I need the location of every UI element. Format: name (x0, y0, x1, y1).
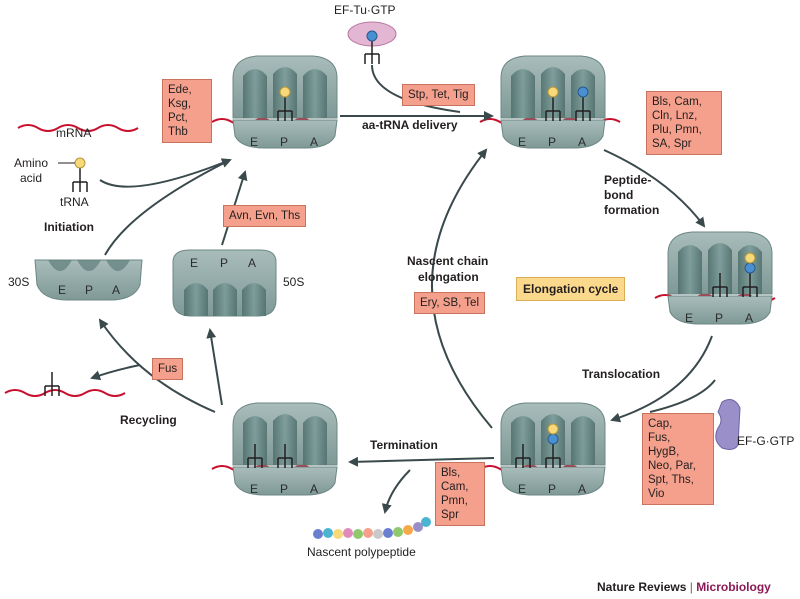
site-p-bottom-right: P (548, 482, 557, 496)
journal-separator: | (689, 580, 693, 594)
arrow-peptide-bond (603, 149, 706, 228)
ef-g-gtp-label: EF-G·GTP (737, 434, 795, 448)
arrow-translocation (610, 335, 713, 423)
large-subunit-50s (172, 249, 277, 317)
trna-label: tRNA (60, 195, 89, 209)
site-a-bottom-right: A (578, 482, 587, 496)
nascent-polypeptide-chain (313, 517, 431, 539)
site-p-top-right: P (548, 135, 557, 149)
journal-name: Nature Reviews (597, 580, 687, 594)
site-a-right: A (745, 311, 754, 325)
site-e-top-right: E (518, 135, 527, 149)
site-e-bottom-left: E (250, 482, 259, 496)
site-p-30s: P (85, 283, 94, 297)
site-e-50s: E (190, 256, 199, 270)
site-e-bottom-right: E (518, 482, 527, 496)
antibiotic-box-subunit-join: Avn, Evn, Ths (223, 205, 307, 227)
nascent-chain-label-2: elongation (418, 270, 479, 284)
trna-initiator (72, 167, 88, 193)
antibiotic-box-translocation: Cap, Fus, HygB, Neo, Par, Spt, Ths, Vio (642, 413, 714, 505)
antibiotic-box-elongation: Ery, SB, Tel (414, 292, 486, 314)
arrow-recycling-50s (206, 328, 223, 406)
initiation-label: Initiation (44, 220, 94, 234)
journal-credit: Nature Reviews | Microbiology (597, 580, 771, 594)
peptide-bond-label-3: formation (604, 203, 660, 217)
small-subunit-30s (34, 259, 143, 301)
amino-acid-initiator (74, 157, 86, 169)
peptide-bond-label-1: Peptide- (604, 173, 652, 187)
site-e-right: E (685, 311, 694, 325)
antibiotic-box-termination: Bls, Cam, Pmn, Spr (435, 462, 485, 526)
elongation-cycle-box: Elongation cycle (516, 277, 626, 301)
termination-label: Termination (370, 438, 438, 452)
acid-label: acid (20, 171, 43, 185)
ef-tu-gtp-label: EF-Tu·GTP (334, 3, 396, 17)
site-p-top-left: P (280, 135, 289, 149)
arrow-ef-tu-down (371, 64, 461, 113)
large-subunit-label: 50S (283, 275, 305, 289)
site-p-right: P (715, 311, 724, 325)
site-a-top-left: A (310, 135, 319, 149)
recycling-label: Recycling (120, 413, 177, 427)
antibiotic-box-peptide-bond: Bls, Cam, Cln, Lnz, Plu, Pmn, SA, Spr (646, 91, 722, 155)
arrow-ef-g (649, 379, 716, 413)
small-subunit-label: 30S (8, 275, 30, 289)
arrow-termination (348, 456, 495, 467)
antibiotic-box-delivery: Stp, Tet, Tig (402, 84, 475, 106)
aa-trna-delivery-label: aa-tRNA delivery (362, 118, 458, 132)
site-a-top-right: A (578, 135, 587, 149)
mrna-strand-initiation (17, 124, 139, 132)
arrow-recycling-release (90, 364, 141, 381)
site-e-30s: E (58, 283, 67, 297)
mrna-label: mRNA (56, 126, 92, 140)
site-e-top-left: E (250, 135, 259, 149)
ef-g-gtp (715, 399, 741, 450)
translocation-label: Translocation (582, 367, 661, 381)
antibiotic-box-recycling: Fus (152, 358, 184, 380)
mrna-strand-released (4, 389, 126, 397)
nascent-chain-label-1: Nascent chain (407, 254, 489, 268)
arrow-polypeptide-release (381, 469, 411, 514)
arrow-initiation-join (99, 158, 232, 188)
antibiotic-box-initiation: Ede, Ksg, Pct, Thb (162, 79, 212, 143)
peptide-bond-label-2: bond (604, 188, 634, 202)
site-p-50s: P (220, 256, 229, 270)
journal-section: Microbiology (696, 580, 771, 594)
site-a-30s: A (112, 283, 121, 297)
site-p-bottom-left: P (280, 482, 289, 496)
amino-label: Amino (14, 156, 49, 170)
site-a-50s: A (248, 256, 257, 270)
arrow-nascent-elongation (431, 148, 493, 429)
arrow-30s-up (104, 159, 231, 256)
nascent-polypeptide-label: Nascent polypeptide (307, 545, 416, 559)
arrow-recycling-up (98, 318, 216, 413)
site-a-bottom-left: A (310, 482, 319, 496)
